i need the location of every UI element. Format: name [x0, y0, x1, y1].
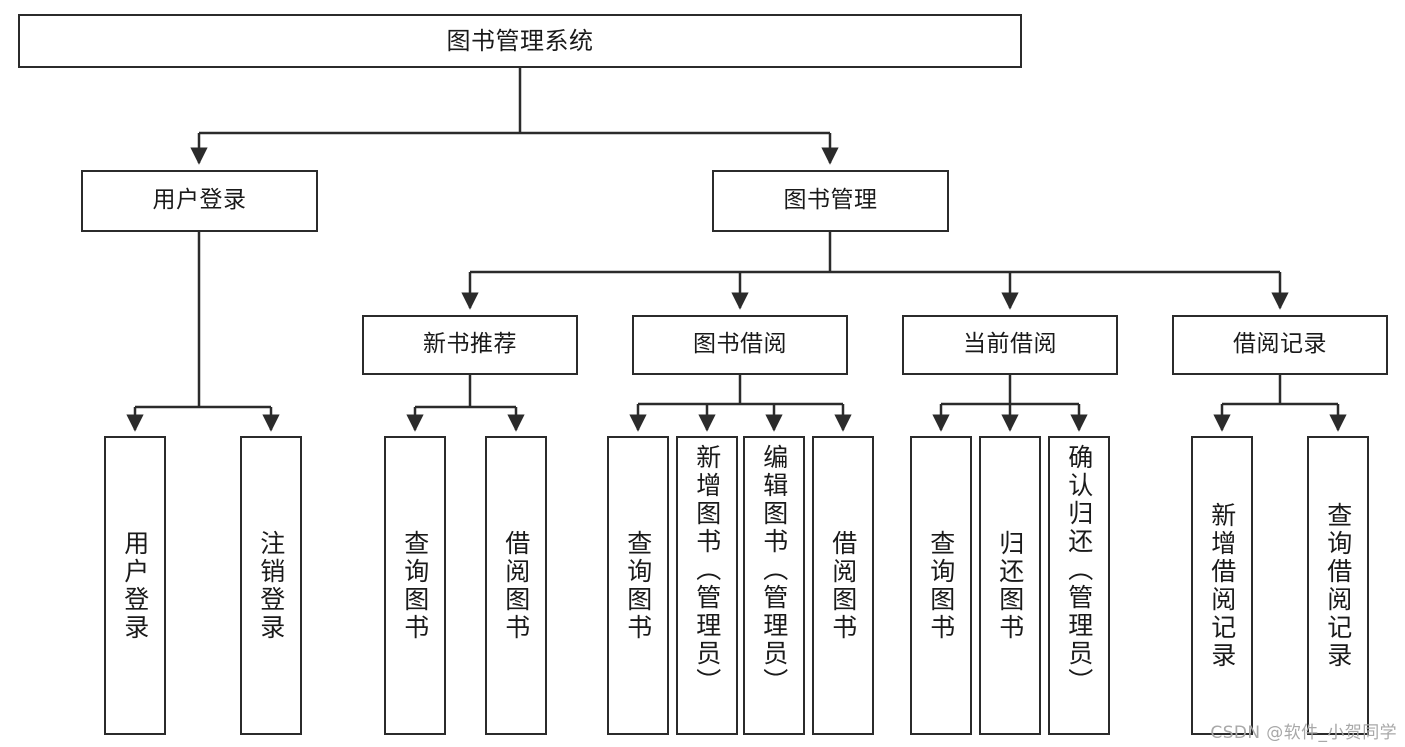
- node-label: 借阅图书: [828, 529, 858, 642]
- node-label: 当前借阅: [963, 331, 1057, 358]
- node-label: 查询图书: [623, 529, 653, 642]
- leaf-borrow-book-newbook[interactable]: 借阅图书: [485, 436, 547, 735]
- leaf-logout-login[interactable]: 注销登录: [240, 436, 302, 735]
- node-label: 图书管理: [783, 187, 878, 214]
- node-label: 借阅图书: [501, 529, 531, 642]
- leaf-return-book[interactable]: 归还图书: [979, 436, 1041, 735]
- node-label: 确认归还（管理员）: [1064, 444, 1094, 696]
- leaf-add-borrow-record[interactable]: 新增借阅记录: [1191, 436, 1253, 735]
- csdn-watermark: CSDN @软件_小贺同学: [1210, 723, 1397, 743]
- leaf-confirm-return-admin[interactable]: 确认归还（管理员）: [1048, 436, 1110, 735]
- node-label: 图书借阅: [693, 331, 787, 358]
- leaf-edit-book-admin[interactable]: 编辑图书（管理员）: [743, 436, 805, 735]
- node-borrow-record[interactable]: 借阅记录: [1172, 315, 1388, 375]
- leaf-query-book-current[interactable]: 查询图书: [910, 436, 972, 735]
- node-label: 查询图书: [400, 529, 430, 642]
- leaf-user-login[interactable]: 用户登录: [104, 436, 166, 735]
- node-root-book-management-system[interactable]: 图书管理系统: [18, 14, 1022, 68]
- node-label: 新增借阅记录: [1207, 501, 1237, 670]
- node-user-login[interactable]: 用户登录: [81, 170, 318, 232]
- leaf-query-book-borrow[interactable]: 查询图书: [607, 436, 669, 735]
- leaf-borrow-book-borrow[interactable]: 借阅图书: [812, 436, 874, 735]
- node-label: 用户登录: [120, 529, 150, 642]
- node-label: 新书推荐: [423, 331, 517, 358]
- node-label: 编辑图书（管理员）: [759, 444, 789, 696]
- node-label: 查询借阅记录: [1323, 501, 1353, 670]
- node-label: 归还图书: [995, 529, 1025, 642]
- node-label: 用户登录: [152, 187, 247, 214]
- node-book-borrow[interactable]: 图书借阅: [632, 315, 848, 375]
- leaf-query-book-newbook[interactable]: 查询图书: [384, 436, 446, 735]
- node-book-management[interactable]: 图书管理: [712, 170, 949, 232]
- node-label: 借阅记录: [1233, 331, 1327, 358]
- node-label: 注销登录: [256, 529, 286, 642]
- leaf-add-book-admin[interactable]: 新增图书（管理员）: [676, 436, 738, 735]
- node-label: 新增图书（管理员）: [692, 444, 722, 696]
- leaf-query-borrow-record[interactable]: 查询借阅记录: [1307, 436, 1369, 735]
- node-new-book-recommend[interactable]: 新书推荐: [362, 315, 578, 375]
- node-current-borrow[interactable]: 当前借阅: [902, 315, 1118, 375]
- node-label: 查询图书: [926, 529, 956, 642]
- node-label: 图书管理系统: [446, 26, 594, 55]
